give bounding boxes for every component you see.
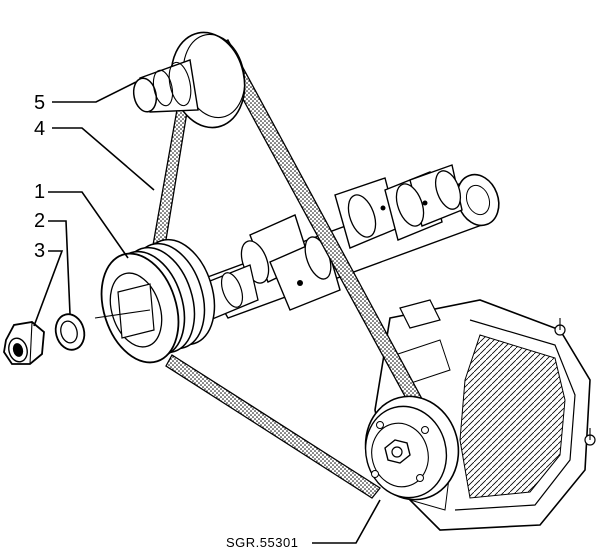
callout-1: 1 xyxy=(34,181,45,203)
nut xyxy=(3,321,45,365)
leader-lines xyxy=(33,81,381,544)
drive-belt xyxy=(149,33,456,499)
callout-2: 2 xyxy=(34,210,45,232)
callout-3: 3 xyxy=(34,240,45,262)
callout-5: 5 xyxy=(34,92,45,114)
callout-4: 4 xyxy=(34,118,45,140)
crankshaft-pulley xyxy=(94,238,216,364)
callout-labels: 5 4 1 2 3 xyxy=(34,92,45,262)
washer xyxy=(54,313,86,351)
alternator-pulley xyxy=(364,395,460,501)
crankshaft xyxy=(199,164,500,321)
reference-code: SGR.55301 xyxy=(226,535,298,548)
upper-pulley xyxy=(132,31,246,129)
